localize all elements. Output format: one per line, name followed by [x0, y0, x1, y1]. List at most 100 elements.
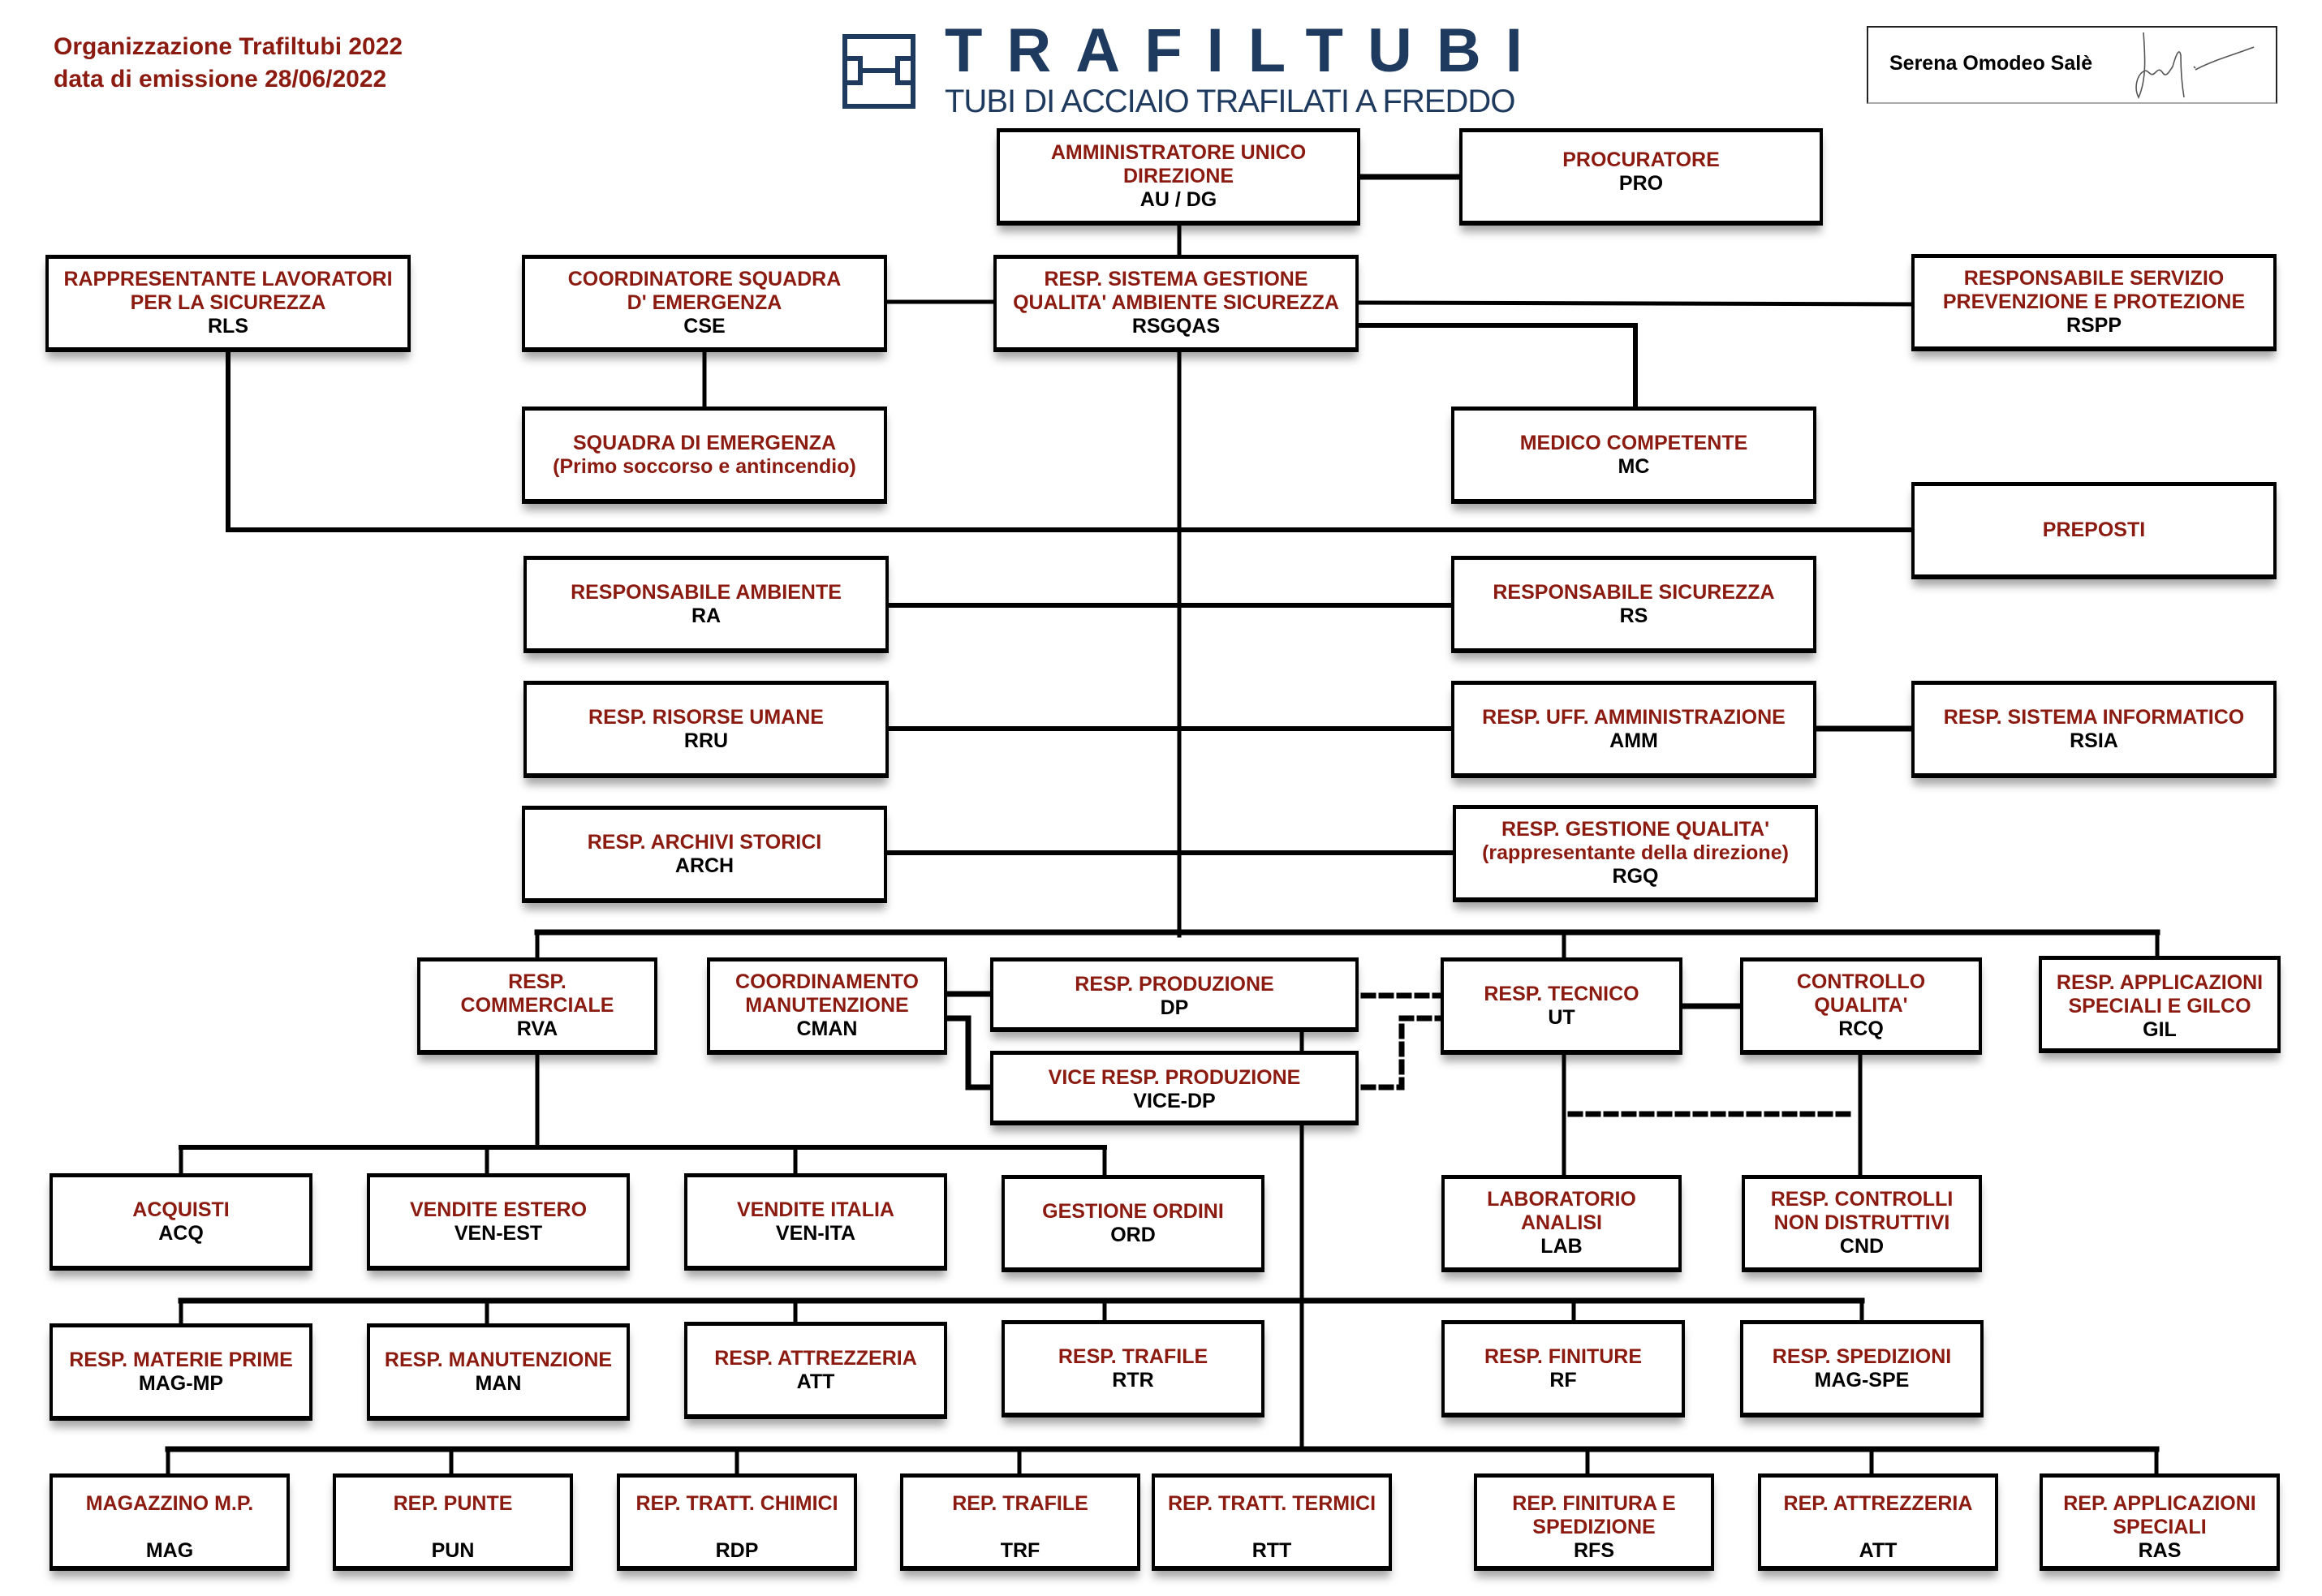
node-vice-dp[interactable]: VICE RESP. PRODUZIONE VICE-DP [990, 1051, 1359, 1125]
node-code: RSIA [2070, 729, 2118, 752]
node-code: AU / DG [1139, 188, 1217, 211]
node-code: MAG-SPE [1814, 1368, 1910, 1392]
node-ord[interactable]: GESTIONE ORDINI ORD [1002, 1175, 1264, 1272]
node-code: MAN [475, 1371, 522, 1395]
node-mag-spe[interactable]: RESP. SPEDIZIONI MAG-SPE [1740, 1320, 1984, 1417]
node-title: AMMINISTRATORE UNICO DIREZIONE [1050, 141, 1307, 187]
node-title: REP. ATTREZZERIA [1783, 1492, 1973, 1515]
node-code: AMM [1609, 729, 1658, 752]
issue-date: data di emissione 28/06/2022 [54, 66, 387, 92]
node-preposti[interactable]: PREPOSTI [1911, 482, 2277, 579]
node-code: ATT [1859, 1539, 1898, 1562]
node-title: RESPONSABILE AMBIENTE [571, 580, 842, 604]
node-rsia[interactable]: RESP. SISTEMA INFORMATICO RSIA [1911, 681, 2277, 778]
node-rdp[interactable]: REP. TRATT. CHIMICI RDP [617, 1473, 857, 1571]
node-code: RRU [683, 729, 729, 752]
node-cnd[interactable]: RESP. CONTROLLI NON DISTRUTTIVI CND [1742, 1175, 1982, 1272]
node-title: REP. TRATT. TERMICI [1167, 1492, 1376, 1515]
node-code: VEN-EST [454, 1221, 543, 1245]
node-rf[interactable]: RESP. FINITURE RF [1441, 1320, 1685, 1417]
node-code: RA [691, 604, 722, 627]
document-title: Organizzazione Trafiltubi 2022 [54, 33, 403, 60]
node-cman[interactable]: COORDINAMENTO MANUTENZIONE CMAN [707, 957, 947, 1055]
node-code: RCQ [1838, 1017, 1884, 1040]
node-title: RESP. MANUTENZIONE [384, 1348, 613, 1371]
dotted-vicedp-ut [1360, 1015, 1448, 1091]
node-rcq[interactable]: CONTROLLO QUALITA' RCQ [1740, 957, 1982, 1055]
node-code: ARCH [674, 854, 735, 877]
node-rs[interactable]: RESPONSABILE SICUREZZA RS [1451, 556, 1816, 653]
node-ut[interactable]: RESP. TECNICO UT [1441, 957, 1682, 1055]
node-ras[interactable]: REP. APPLICAZIONI SPECIALI RAS [2040, 1473, 2280, 1571]
node-title: RESP. APPLICAZIONI SPECIALI E GILCO [2056, 971, 2264, 1017]
node-rls[interactable]: RAPPRESENTANTE LAVORATORI PER LA SICUREZ… [45, 255, 411, 352]
node-code: GIL [2143, 1018, 2177, 1041]
node-code: RAS [2138, 1539, 2182, 1562]
node-code: MAG-MP [138, 1371, 224, 1395]
node-title: VICE RESP. PRODUZIONE [1048, 1066, 1301, 1089]
node-title: RAPPRESENTANTE LAVORATORI PER LA SICUREZ… [63, 268, 393, 314]
node-mc[interactable]: MEDICO COMPETENTE MC [1451, 407, 1816, 504]
node-title: RESPONSABILE SERVIZIO PREVENZIONE E PROT… [1942, 267, 2246, 313]
node-title: RESP. ATTREZZERIA [714, 1346, 917, 1370]
node-ven-est[interactable]: VENDITE ESTERO VEN-EST [367, 1173, 630, 1271]
node-ra[interactable]: RESPONSABILE AMBIENTE RA [523, 556, 889, 653]
node-rgq[interactable]: RESP. GESTIONE QUALITA' (rappresentante … [1453, 805, 1818, 902]
node-code: VICE-DP [1133, 1090, 1216, 1112]
node-code: TRF [1000, 1539, 1040, 1562]
node-title: COORDINATORE SQUADRA D' EMERGENZA [567, 268, 842, 314]
node-title: GESTIONE ORDINI [1042, 1199, 1224, 1223]
node-title: RESP. UFF. AMMINISTRAZIONE [1482, 705, 1786, 729]
node-mag[interactable]: MAGAZZINO M.P. MAG [50, 1473, 290, 1571]
node-title: CONTROLLO QUALITA' [1796, 970, 1926, 1017]
node-squadra-emergenza[interactable]: SQUADRA DI EMERGENZA (Primo soccorso e a… [522, 407, 887, 504]
node-acq[interactable]: ACQUISTI ACQ [50, 1173, 312, 1271]
node-code: CMAN [796, 1017, 858, 1040]
handwritten-signature-icon [2135, 32, 2255, 99]
node-title: MAGAZZINO M.P. [85, 1492, 254, 1515]
trafiltubi-logo: TRAFILTUBI TUBI DI ACCIAIO TRAFILATI A F… [842, 20, 1547, 120]
node-att-rep[interactable]: REP. ATTREZZERIA ATT [1758, 1473, 1998, 1571]
node-gil[interactable]: RESP. APPLICAZIONI SPECIALI E GILCO GIL [2039, 956, 2281, 1053]
line-rsgqas-rspp [1355, 300, 1915, 307]
node-title: SQUADRA DI EMERGENZA (Primo soccorso e a… [553, 431, 856, 478]
node-man[interactable]: RESP. MANUTENZIONE MAN [367, 1323, 630, 1421]
node-arch[interactable]: RESP. ARCHIVI STORICI ARCH [522, 806, 887, 903]
node-trf[interactable]: REP. TRAFILE TRF [900, 1473, 1140, 1571]
node-rva[interactable]: RESP. COMMERCIALE RVA [417, 957, 657, 1055]
node-title: RESP. SISTEMA GESTIONE QUALITA' AMBIENTE… [1013, 268, 1339, 314]
node-code: CND [1839, 1235, 1885, 1258]
node-rtt[interactable]: REP. TRATT. TERMICI RTT [1152, 1473, 1392, 1571]
node-ven-ita[interactable]: VENDITE ITALIA VEN-ITA [684, 1173, 947, 1271]
node-code: ACQ [158, 1221, 204, 1245]
line-cman-vicedp [941, 1015, 995, 1091]
node-code: CSE [683, 315, 726, 338]
node-rru[interactable]: RESP. RISORSE UMANE RRU [523, 681, 889, 778]
node-au-dg[interactable]: AMMINISTRATORE UNICO DIREZIONE AU / DG [997, 128, 1360, 226]
node-title: VENDITE ESTERO [409, 1198, 588, 1221]
node-procuratore[interactable]: PROCURATORE PRO [1459, 128, 1823, 226]
node-lab[interactable]: LABORATORIO ANALISI LAB [1441, 1175, 1682, 1272]
node-dp[interactable]: RESP. PRODUZIONE DP [990, 957, 1359, 1032]
node-title: RESP. FINITURE [1484, 1344, 1643, 1368]
node-title: RESP. GESTIONE QUALITA' (rappresentante … [1482, 818, 1789, 864]
node-rtr[interactable]: RESP. TRAFILE RTR [1002, 1320, 1264, 1417]
node-att-resp[interactable]: RESP. ATTREZZERIA ATT [684, 1322, 947, 1419]
node-cse[interactable]: COORDINATORE SQUADRA D' EMERGENZA CSE [522, 255, 887, 352]
node-rfs[interactable]: REP. FINITURA E SPEDIZIONE RFS [1474, 1473, 1714, 1571]
node-code: RGQ [1612, 865, 1659, 888]
node-title: MEDICO COMPETENTE [1519, 431, 1748, 454]
node-title: LABORATORIO ANALISI [1487, 1188, 1636, 1234]
node-title: RESP. TRAFILE [1058, 1344, 1208, 1368]
node-rspp[interactable]: RESPONSABILE SERVIZIO PREVENZIONE E PROT… [1911, 254, 2277, 351]
node-mag-mp[interactable]: RESP. MATERIE PRIME MAG-MP [50, 1323, 312, 1421]
node-rsgqas[interactable]: RESP. SISTEMA GESTIONE QUALITA' AMBIENTE… [993, 255, 1359, 352]
node-title: REP. APPLICAZIONI SPECIALI [2063, 1492, 2256, 1538]
node-code: RLS [208, 315, 248, 338]
node-pun[interactable]: REP. PUNTE PUN [333, 1473, 573, 1571]
signatory-name: Serena Omodeo Salè [1889, 52, 2093, 75]
node-code: DP [1160, 996, 1189, 1019]
node-title: COORDINAMENTO MANUTENZIONE [735, 970, 919, 1017]
node-amm[interactable]: RESP. UFF. AMMINISTRAZIONE AMM [1451, 681, 1816, 778]
